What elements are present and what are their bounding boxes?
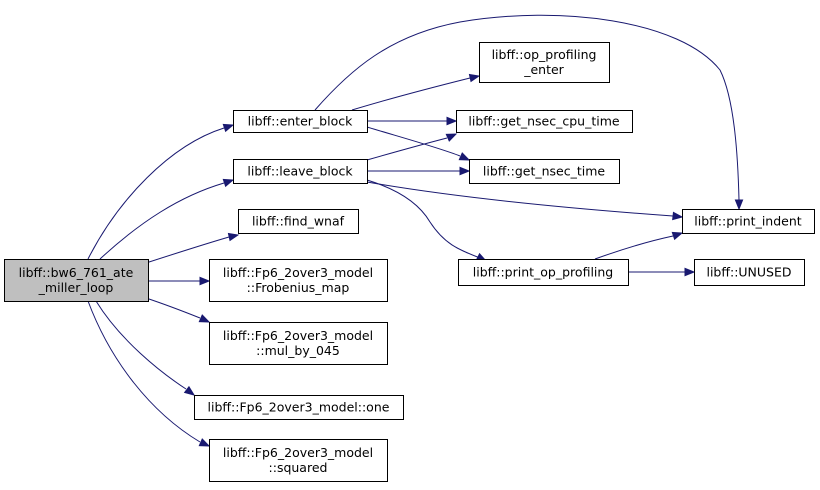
edge-line <box>87 300 201 443</box>
edge-arrowhead <box>684 267 696 277</box>
node-unused[interactable]: libff::UNUSED <box>694 259 805 286</box>
call-graph-nodes: libff::bw6_761_ate_miller_loop libff::ent… <box>4 42 815 482</box>
node-root[interactable]: libff::bw6_761_ate_miller_loop <box>4 259 149 302</box>
edge-arrowhead <box>199 276 211 286</box>
node-box[interactable] <box>682 209 815 234</box>
node-label-line: ::squared <box>269 460 328 475</box>
node-box[interactable] <box>458 259 629 286</box>
edge-arrowhead <box>227 232 240 242</box>
edge-leave_block-to-print_op_profiling <box>366 179 488 262</box>
edge-line <box>366 126 461 157</box>
node-box[interactable] <box>4 259 149 302</box>
edge-enter_block-to-print_indent <box>314 14 744 211</box>
edge-leave_block-to-get_nsec_time <box>367 166 471 176</box>
node-label-line: libff::Fp6_2over3_model <box>223 445 373 460</box>
edge-line <box>366 137 448 161</box>
node-squared[interactable]: libff::Fp6_2over3_model::squared <box>209 439 388 482</box>
edge-line <box>99 182 225 260</box>
node-print-op-profiling[interactable]: libff::print_op_profiling <box>458 259 629 286</box>
edge-print_op_profiling-to-print_indent <box>594 231 684 260</box>
node-box[interactable] <box>233 110 368 133</box>
call-graph-edges <box>87 14 744 447</box>
edge-arrowhead <box>222 178 235 188</box>
node-label-line: libff::get_nsec_time <box>483 164 605 179</box>
node-label-line: libff::enter_block <box>248 114 353 129</box>
node-box[interactable] <box>194 395 404 420</box>
node-label-line: _enter <box>523 62 564 77</box>
edge-arrowhead <box>459 166 471 176</box>
node-label-line: libff::print_op_profiling <box>473 265 614 280</box>
node-label-line: _miller_loop <box>38 280 114 295</box>
edge-arrowhead <box>458 152 471 161</box>
edge-line <box>95 300 187 390</box>
edge-arrowhead <box>198 314 211 323</box>
edge-line <box>351 77 471 111</box>
node-label-line: libff::leave_block <box>247 164 353 179</box>
node-label-line: libff::Fp6_2over3_model <box>223 328 373 343</box>
node-label-line: libff::Fp6_2over3_model <box>223 265 373 280</box>
node-op-profiling-enter[interactable]: libff::op_profiling_enter <box>479 42 610 83</box>
edge-arrowhead <box>198 438 211 447</box>
edge-line <box>145 297 201 319</box>
node-label-line: libff::find_wnaf <box>252 214 345 229</box>
edge-line <box>314 14 740 201</box>
node-find-wnaf[interactable]: libff::find_wnaf <box>238 209 359 234</box>
edge-arrowhead <box>468 73 481 83</box>
node-label-line: libff::bw6_761_ate <box>19 265 134 280</box>
node-box[interactable] <box>479 42 610 83</box>
node-one[interactable]: libff::Fp6_2over3_model::one <box>194 395 404 420</box>
node-label-line: libff::Fp6_2over3_model::one <box>208 400 390 415</box>
node-mul-by-045[interactable]: libff::Fp6_2over3_model::mul_by_045 <box>209 322 388 365</box>
edge-line <box>594 235 674 260</box>
edge-root-to-squared <box>87 300 211 447</box>
edge-root-to-enter_block <box>87 123 235 260</box>
edge-arrowhead <box>445 133 458 142</box>
edge-root-to-mul_by_045 <box>145 297 211 323</box>
edge-enter_block-to-get_nsec_time <box>366 126 471 161</box>
edge-enter_block-to-op_profiling_enter <box>351 73 481 111</box>
node-label-line: libff::get_nsec_cpu_time <box>468 114 619 129</box>
node-label-line: ::mul_by_045 <box>256 343 340 358</box>
node-print-indent[interactable]: libff::print_indent <box>682 209 815 234</box>
edge-arrowhead <box>671 231 684 241</box>
node-box[interactable] <box>233 159 368 184</box>
edge-enter_block-to-get_nsec_cpu_time <box>367 116 458 126</box>
node-label-line: libff::print_indent <box>694 214 801 229</box>
node-box[interactable] <box>238 209 359 234</box>
node-get-nsec-time[interactable]: libff::get_nsec_time <box>469 159 620 184</box>
edge-root-to-one <box>95 300 196 396</box>
edge-arrowhead <box>446 116 458 126</box>
node-label-line: libff::UNUSED <box>706 265 791 280</box>
node-box[interactable] <box>469 159 620 184</box>
node-label-line: libff::op_profiling <box>492 47 597 62</box>
edge-line <box>366 181 674 217</box>
node-box[interactable] <box>456 110 633 133</box>
node-leave-block[interactable]: libff::leave_block <box>233 159 368 184</box>
node-box[interactable] <box>209 259 388 302</box>
edge-root-to-leave_block <box>99 178 235 260</box>
edge-line <box>145 236 230 264</box>
edge-leave_block-to-get_nsec_cpu_time <box>366 133 458 161</box>
edge-leave_block-to-print_indent <box>366 181 684 221</box>
node-enter-block[interactable]: libff::enter_block <box>233 110 368 133</box>
edge-arrowhead <box>183 385 196 396</box>
edge-line <box>366 179 481 259</box>
node-get-nsec-cpu-time[interactable]: libff::get_nsec_cpu_time <box>456 110 633 133</box>
edge-root-to-find_wnaf <box>145 232 240 264</box>
edge-arrowhead <box>222 123 235 133</box>
node-frobenius-map[interactable]: libff::Fp6_2over3_model::Frobenius_map <box>209 259 388 302</box>
node-box[interactable] <box>694 259 805 286</box>
node-label-line: ::Frobenius_map <box>247 280 350 295</box>
edge-arrowhead <box>672 211 684 221</box>
edge-print_op_profiling-to-unused <box>628 267 696 277</box>
node-box[interactable] <box>209 439 388 482</box>
edge-arrowhead <box>734 199 744 211</box>
edge-line <box>87 127 225 260</box>
edge-root-to-frobenius_map <box>148 276 211 286</box>
node-box[interactable] <box>209 322 388 365</box>
